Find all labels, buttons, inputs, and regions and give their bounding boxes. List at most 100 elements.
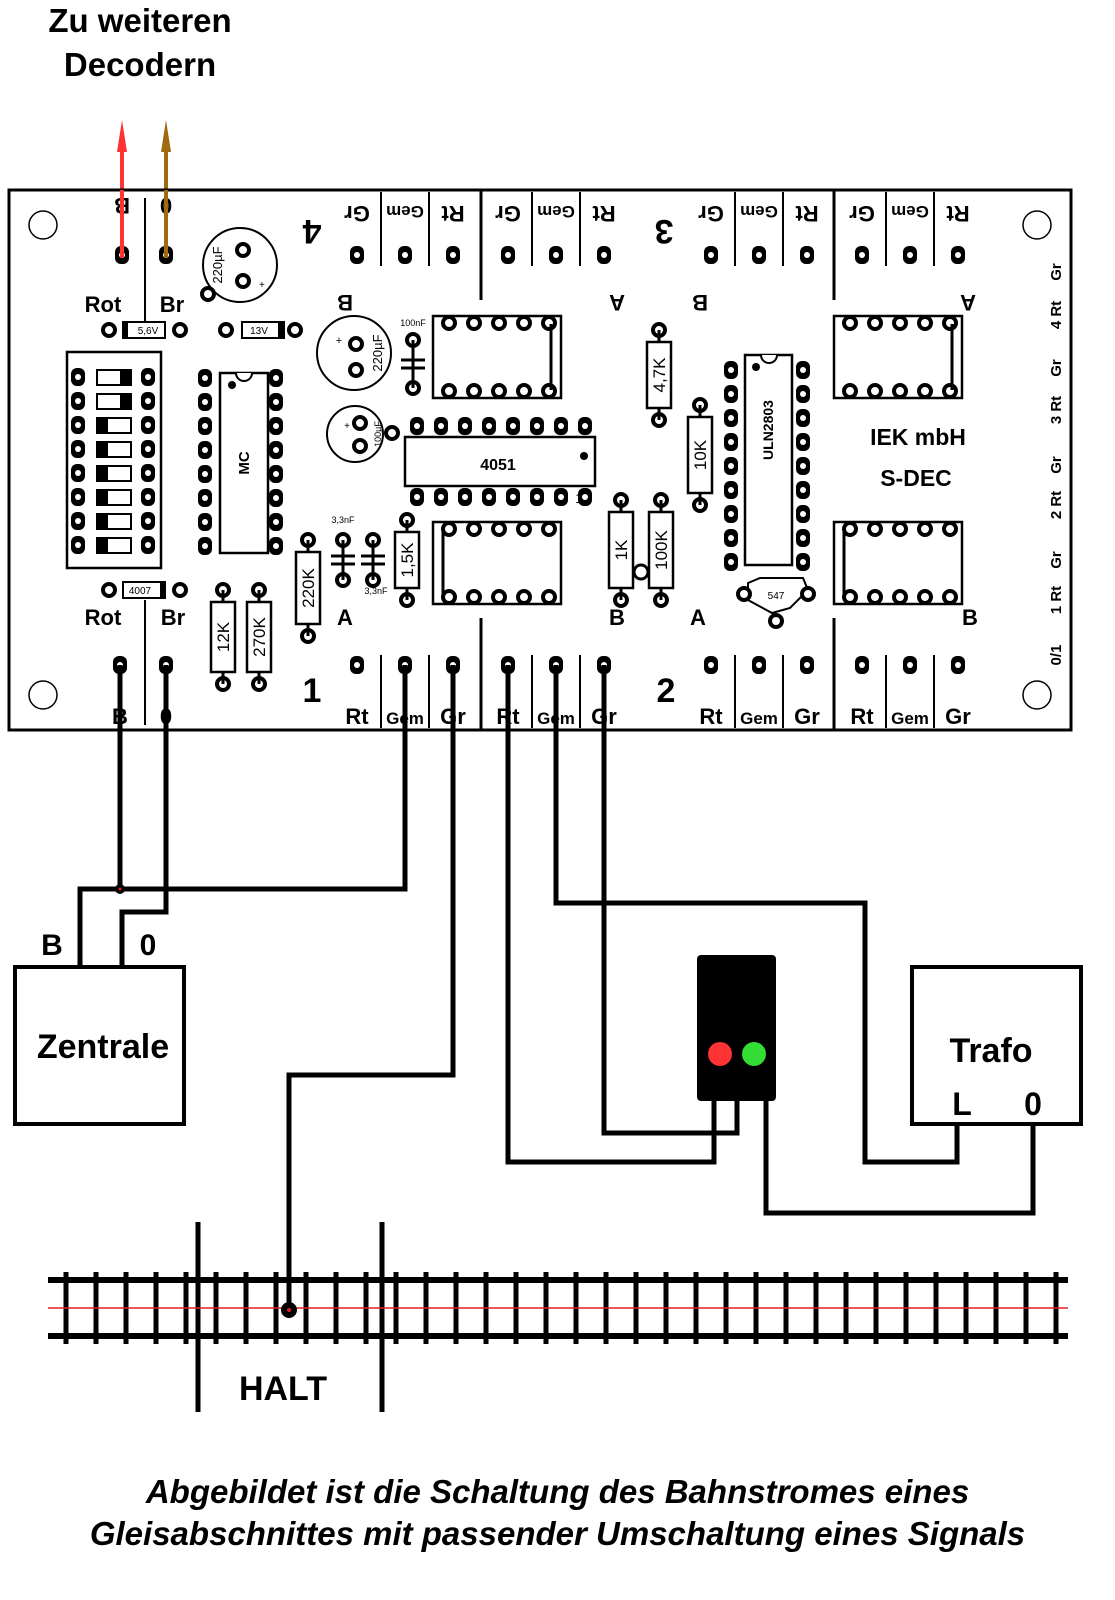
top-power-terminals: B 0 Rot Br xyxy=(85,193,185,322)
relay-label-b: B xyxy=(337,290,353,315)
solder-pad xyxy=(704,246,718,264)
decoder-board xyxy=(7,188,1073,732)
terminal-label-rt: Rt xyxy=(795,201,819,226)
svg-text:100K: 100K xyxy=(652,529,671,569)
svg-text:Br: Br xyxy=(160,292,185,317)
solder-pad xyxy=(506,417,520,435)
solder-hole xyxy=(917,589,933,605)
solder-pad xyxy=(855,656,869,674)
solder-hole xyxy=(942,589,958,605)
wire-gr2-signal xyxy=(601,665,740,1136)
solder-hole xyxy=(867,315,883,331)
terminal-label-rt: Rt xyxy=(946,201,970,226)
zener-13v: 13V xyxy=(218,321,303,339)
resistor-1k5: 1,5K xyxy=(393,512,421,608)
svg-text:ULN2803: ULN2803 xyxy=(760,400,776,460)
terminal-label-gem: Gem xyxy=(740,202,778,221)
group-3-label: 3 xyxy=(655,212,674,250)
terminal-label-rt: Rt xyxy=(592,201,616,226)
wire-gem2-trafo xyxy=(553,665,960,1165)
solder-hole xyxy=(466,521,482,537)
mount-hole xyxy=(1022,680,1052,710)
svg-text:3,3nF: 3,3nF xyxy=(364,586,388,596)
solder-pad xyxy=(724,553,738,571)
mount-hole xyxy=(1022,210,1052,240)
solder-pad xyxy=(724,361,738,379)
solder-pad xyxy=(141,488,155,506)
signal xyxy=(697,955,776,1101)
capacitor-220uF-top: + 220µF xyxy=(200,227,278,303)
solder-pad xyxy=(530,417,544,435)
resistor-220k: 220K xyxy=(294,532,322,644)
solder-hole xyxy=(892,315,908,331)
solder-pad xyxy=(71,416,85,434)
relay-label-b: B xyxy=(609,605,625,630)
svg-text:B: B xyxy=(41,929,63,962)
solder-pad xyxy=(410,488,424,506)
solder-pad xyxy=(903,656,917,674)
dip-switch[interactable] xyxy=(65,350,163,570)
svg-text:13V: 13V xyxy=(250,326,268,337)
solder-pad xyxy=(554,417,568,435)
diode-4007: 4007 xyxy=(101,581,188,599)
resistor-270k: 270K xyxy=(245,582,273,692)
terminal-label-gem: Gem xyxy=(891,202,929,221)
solder-pad xyxy=(198,369,212,387)
svg-text:12K: 12K xyxy=(214,621,233,652)
resistor-12k: 12K xyxy=(209,582,237,692)
solder-pad xyxy=(434,488,448,506)
svg-text:3,3nF: 3,3nF xyxy=(331,515,355,525)
solder-pad xyxy=(800,246,814,264)
terminal-label-gr: Gr xyxy=(495,201,521,226)
solder-pad xyxy=(796,529,810,547)
solder-pad xyxy=(141,512,155,530)
svg-text:5,6V: 5,6V xyxy=(138,326,159,337)
relay-label-a: A xyxy=(609,290,625,315)
solder-hole xyxy=(541,521,557,537)
solder-pad xyxy=(578,417,592,435)
solder-pad xyxy=(796,457,810,475)
svg-text:+: + xyxy=(259,280,265,291)
solder-pad xyxy=(800,656,814,674)
solder-hole xyxy=(516,315,532,331)
solder-pad xyxy=(141,464,155,482)
solder-pad xyxy=(724,529,738,547)
solder-pad xyxy=(71,368,85,386)
solder-pad xyxy=(141,536,155,554)
terminal-label-gr: Gr xyxy=(794,704,820,729)
svg-text:0: 0 xyxy=(140,929,157,962)
header-line2: Decodern xyxy=(64,46,216,83)
relays xyxy=(431,314,964,606)
solder-pad xyxy=(482,488,496,506)
solder-pad xyxy=(71,488,85,506)
signal-green-light xyxy=(742,1042,766,1066)
solder-pad xyxy=(578,488,592,506)
wires xyxy=(77,665,1036,1310)
solder-pad xyxy=(796,553,810,571)
terminal-label-rt: Rt xyxy=(345,704,369,729)
svg-text:220K: 220K xyxy=(299,567,318,607)
wire-gr1-track xyxy=(286,665,456,1310)
solder-hole xyxy=(867,589,883,605)
resistor-10k: 10K xyxy=(686,397,714,513)
terminal-label-gr: Gr xyxy=(344,201,370,226)
solder-pad xyxy=(350,656,364,674)
solder-hole xyxy=(441,521,457,537)
solder-pad xyxy=(796,409,810,427)
signal-red-light xyxy=(708,1042,732,1066)
solder-pad xyxy=(269,537,283,555)
svg-text:270K: 270K xyxy=(250,616,269,656)
solder-pad xyxy=(951,246,965,264)
solder-pad xyxy=(724,457,738,475)
side-label: Gr xyxy=(1048,551,1065,569)
resistor-100k: 100K xyxy=(647,492,675,608)
solder-pad xyxy=(269,369,283,387)
solder-pad xyxy=(554,488,568,506)
solder-pad xyxy=(198,465,212,483)
solder-pad xyxy=(398,246,412,264)
solder-pad xyxy=(269,417,283,435)
solder-pad xyxy=(269,441,283,459)
terminal-label-gr: Gr xyxy=(945,704,971,729)
solder-pad xyxy=(71,440,85,458)
